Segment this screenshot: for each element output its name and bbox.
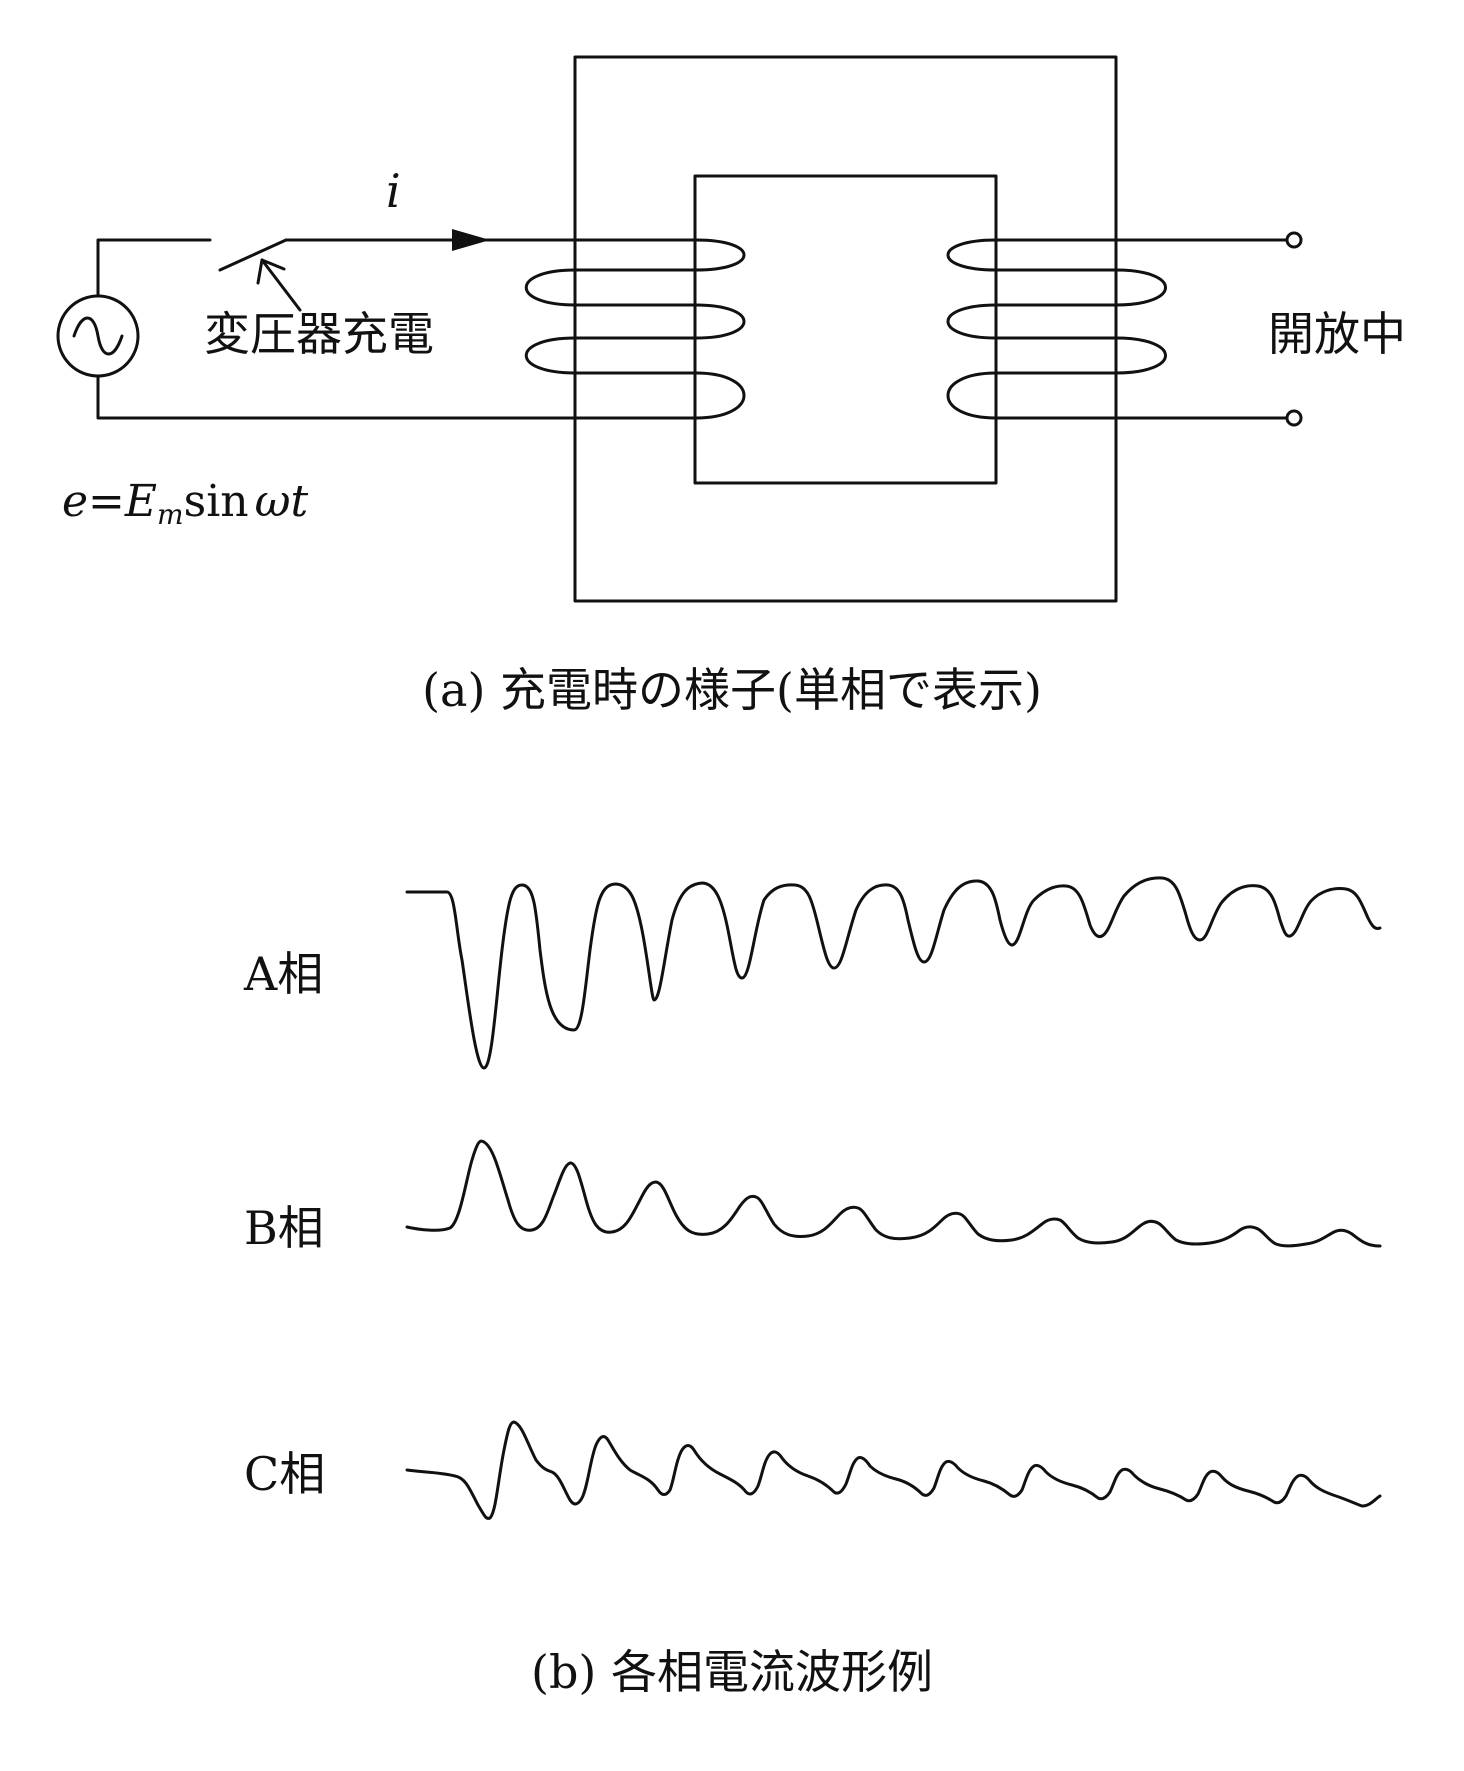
secondary-winding xyxy=(946,238,1167,420)
primary-winding xyxy=(525,238,746,420)
open-terminal-top xyxy=(1285,231,1303,249)
switch-pointer-arrowhead xyxy=(256,258,286,285)
current-label: i xyxy=(386,164,401,218)
phase-b-waveform xyxy=(405,1139,1382,1248)
transformer-core-window xyxy=(693,174,998,485)
current-direction-arrow xyxy=(452,229,490,251)
switch-label: 変圧器充電 xyxy=(204,307,434,361)
source-top-wire xyxy=(96,238,212,298)
phase-a-waveform xyxy=(405,876,1382,1070)
caption-a: (a) 充電時の様子(単相で表示) xyxy=(422,663,1042,717)
switch-pointer-arrow xyxy=(260,258,302,312)
charging-switch[interactable] xyxy=(218,238,288,272)
open-terminal-bottom xyxy=(1285,409,1303,427)
caption-b: (b) 各相電流波形例 xyxy=(531,1645,933,1699)
phase-a-label: A相 xyxy=(243,947,323,1001)
transformer-core-outer xyxy=(573,55,1118,603)
phase-c-waveform xyxy=(405,1420,1382,1520)
open-circuit-label: 開放中 xyxy=(1268,307,1406,361)
waveform-examples: A相 B相 C相 (b) 各相電流波形例 xyxy=(243,876,1382,1699)
phase-b-label: B相 xyxy=(244,1201,324,1255)
phase-c-label: C相 xyxy=(244,1447,325,1501)
sine-wave-icon xyxy=(72,316,124,356)
source-bottom-wire xyxy=(96,374,577,420)
